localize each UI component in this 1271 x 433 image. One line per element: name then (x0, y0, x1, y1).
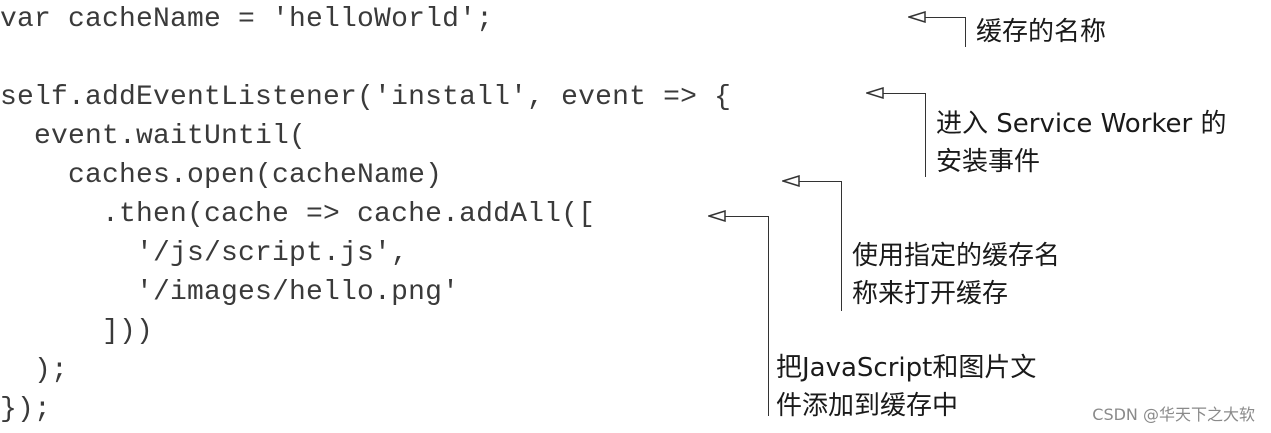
code-line-3: self.addEventListener('install', event =… (0, 82, 732, 113)
arrow-left-icon (866, 87, 884, 99)
code-line-7: '/js/script.js', (0, 238, 409, 269)
annotation-text-line: 件添加到缓存中 (776, 391, 959, 421)
code-line-1: var cacheName = 'helloWorld'; (0, 4, 494, 35)
bracket-line (768, 216, 769, 416)
code-line-10: ); (0, 355, 69, 386)
code-line-8: '/images/hello.png' (0, 277, 460, 308)
arrow-left-icon (782, 175, 800, 187)
bracket-line (925, 93, 926, 177)
code-line-9: ])) (0, 316, 154, 347)
annotation-text-line: 把JavaScript和图片文 (776, 353, 1037, 383)
bracket-line (841, 181, 842, 311)
connector-line (725, 216, 768, 217)
watermark: CSDN @华天下之大软 (1092, 405, 1255, 424)
code-line-11: }); (0, 394, 52, 425)
annotation-text-line: 称来打开缓存 (852, 279, 1009, 309)
code-line-5: caches.open(cacheName) (0, 160, 443, 191)
annotation-text-line: 安装事件 (936, 147, 1041, 177)
connector-line (883, 93, 925, 94)
code-line-4: event.waitUntil( (0, 121, 307, 152)
annotation-text-line: 缓存的名称 (976, 17, 1107, 47)
arrow-left-icon (908, 11, 926, 23)
bracket-line (965, 17, 966, 47)
connector-line (925, 17, 965, 18)
annotation-text-line: 使用指定的缓存名 (852, 241, 1061, 271)
arrow-left-icon (708, 210, 726, 222)
code-line-6: .then(cache => cache.addAll([ (0, 199, 596, 230)
connector-line (799, 181, 841, 182)
annotation-text-line: 进入 Service Worker 的 (936, 109, 1227, 139)
